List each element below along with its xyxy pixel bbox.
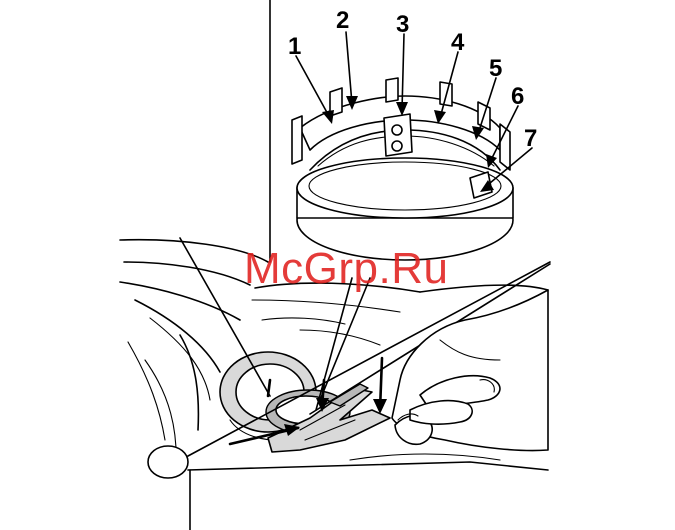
callout-2: 2 xyxy=(336,7,349,34)
callout-4: 4 xyxy=(451,29,465,56)
bolt-head xyxy=(148,446,188,478)
callout-5: 5 xyxy=(489,55,502,82)
callout-6: 6 xyxy=(511,83,524,110)
callout-7: 7 xyxy=(524,125,537,152)
watermark: McGrp.Ru xyxy=(244,244,448,293)
callout-1: 1 xyxy=(288,33,301,60)
callout-3: 3 xyxy=(396,11,409,38)
